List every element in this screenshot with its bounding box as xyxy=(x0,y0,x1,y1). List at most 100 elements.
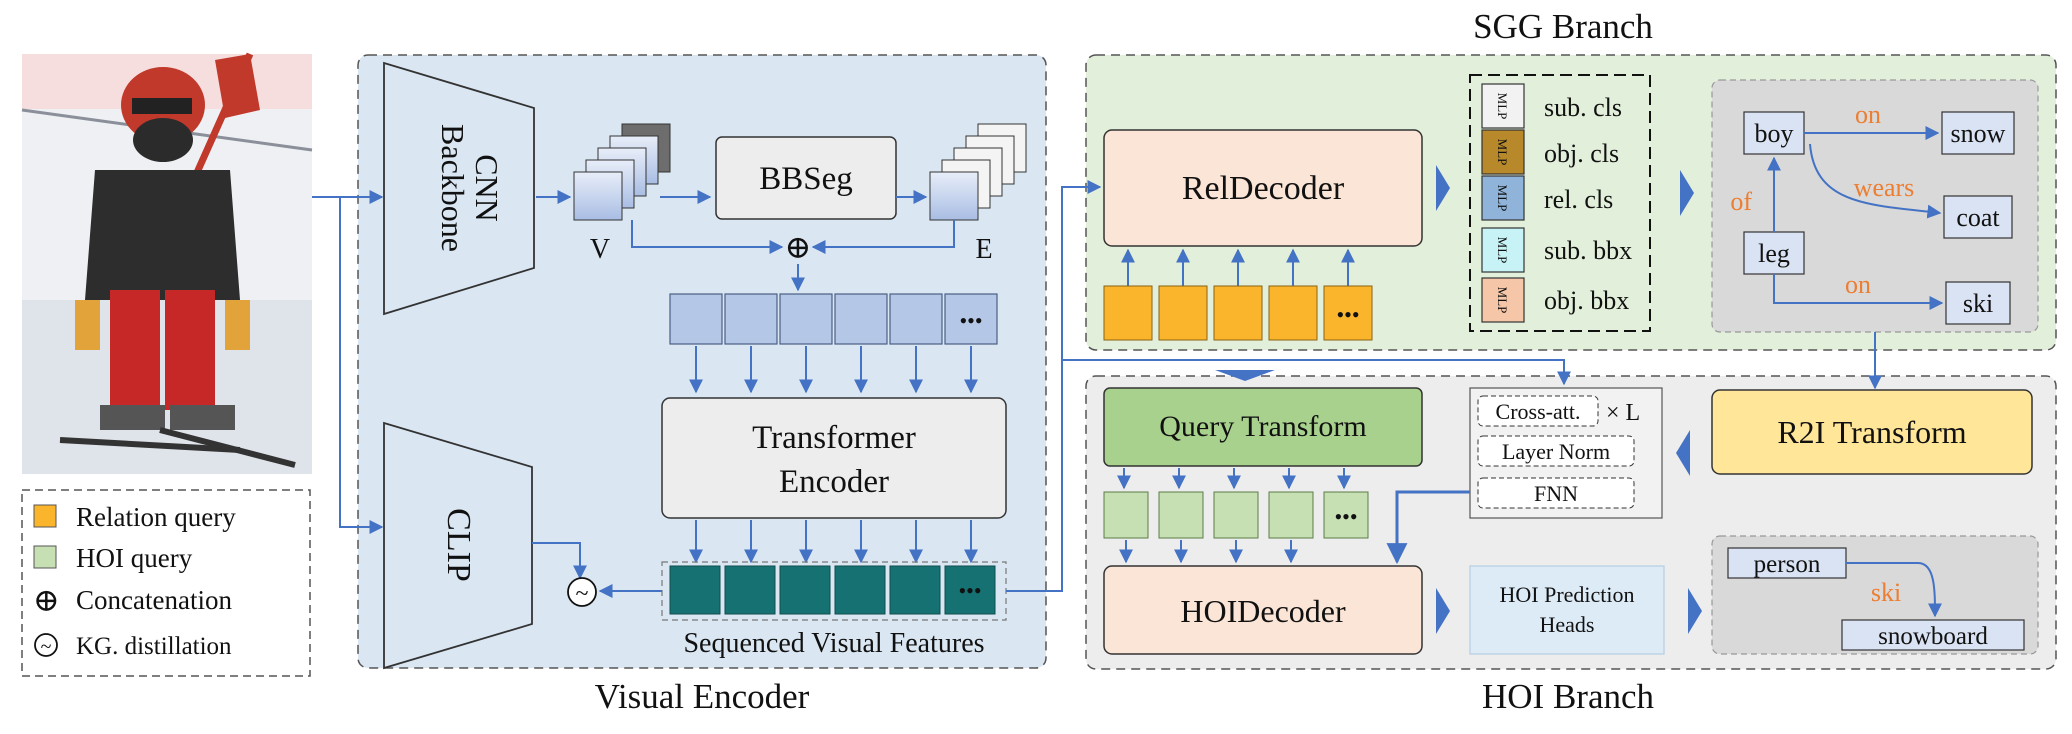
node-person-label: person xyxy=(1754,551,1821,578)
reldecoder-label: RelDecoder xyxy=(1182,170,1345,207)
transformer-to-seq-arrows xyxy=(689,520,978,564)
node-snowboard xyxy=(1841,619,2025,651)
edge-on-label: on xyxy=(1855,100,1881,129)
r2i-to-crossatt-chevron xyxy=(1676,430,1690,476)
node-coat xyxy=(1943,195,2013,239)
pred-to-result-chevron xyxy=(1688,588,1702,634)
edge-person-snowboard xyxy=(1846,562,1942,618)
seq-to-reldecoder-arrow xyxy=(1006,180,1102,592)
v-to-concat-arrow xyxy=(631,220,784,254)
backbone-label: Backbone xyxy=(435,124,471,252)
node-leg-label: leg xyxy=(1758,239,1790,268)
hoi-pred-line2: Heads xyxy=(1540,612,1595,637)
node-boy-label: boy xyxy=(1755,119,1794,148)
head-label-rel-cls: rel. cls xyxy=(1544,185,1613,214)
edge-of-label: of xyxy=(1730,187,1752,216)
hoi-query-to-decoder-arrows xyxy=(1119,540,1298,564)
clip-to-distill-arrow xyxy=(532,542,587,580)
kg-distill-icon xyxy=(567,577,597,607)
node-leg xyxy=(1743,231,1805,275)
token-ellipsis: ••• xyxy=(959,308,982,333)
mlp-label: MLP xyxy=(1495,139,1510,166)
reldecoder-block xyxy=(1103,129,1423,247)
seq-ellipsis: ••• xyxy=(958,578,981,603)
head-label-obj-bbx: obj. bbx xyxy=(1544,286,1629,315)
clip-block xyxy=(383,421,533,670)
encoder-label: Encoder xyxy=(779,464,889,500)
legend-relation-label: Relation query xyxy=(76,502,236,532)
hoidecoder-to-pred-chevron xyxy=(1436,588,1450,634)
legend: Relation query HOI query ⊕ Concatenation… xyxy=(21,489,311,677)
concat-token-row xyxy=(669,293,998,345)
legend-relation-swatch xyxy=(33,504,57,528)
query-transform-block xyxy=(1103,387,1423,467)
hoi-query-ellipsis: ••• xyxy=(1334,504,1357,529)
seq-to-crossatt-arrow xyxy=(1062,359,1571,386)
mlp-head-sub-cls: MLP sub. cls xyxy=(1481,83,1622,129)
mlp-label: MLP xyxy=(1495,185,1510,212)
cross-att-label: Cross-att. xyxy=(1496,399,1581,424)
cnn-label: CNN xyxy=(469,154,505,222)
e-feature-stack xyxy=(929,123,1027,221)
legend-hoi-swatch xyxy=(33,545,57,569)
node-coat-label: coat xyxy=(1956,203,2000,232)
seq-label: Sequenced Visual Features xyxy=(683,628,984,659)
hoi-pred-heads-block xyxy=(1469,565,1665,655)
query-transform-label: Query Transform xyxy=(1159,410,1367,443)
mlp-head-rel-cls: MLP rel. cls xyxy=(1481,175,1613,221)
sgg-to-hoi-chevron xyxy=(1215,370,1275,381)
sgg-branch-title: SGG Branch xyxy=(1473,7,1653,46)
rel-query-arrows xyxy=(1121,248,1355,286)
e-label: E xyxy=(975,234,992,265)
mlp-label: MLP xyxy=(1495,237,1510,264)
legend-kg-label: KG. distillation xyxy=(76,633,232,660)
edge-boy-coat xyxy=(1809,143,1942,219)
concat-icon: ⊕ xyxy=(785,229,812,265)
layer-norm-box xyxy=(1477,435,1635,467)
r2i-transform-block xyxy=(1711,389,2033,475)
layer-norm-label: Layer Norm xyxy=(1502,439,1610,464)
heads-to-graph-chevron xyxy=(1680,170,1694,216)
mlp-head-sub-bbx: MLP sub. bbx xyxy=(1481,227,1632,273)
mlp-label: MLP xyxy=(1495,93,1510,120)
node-boy xyxy=(1743,111,1805,155)
hoidecoder-label: HOIDecoder xyxy=(1180,593,1346,629)
transformer-encoder-block xyxy=(661,397,1007,519)
edge-leg-ski xyxy=(1773,274,1944,310)
legend-concat-label: Concatenation xyxy=(76,585,232,615)
legend-hoi-label: HOI query xyxy=(76,543,193,573)
scene-graph: boy snow coat leg ski on wears of on xyxy=(1730,100,2015,325)
fnn-label: FNN xyxy=(1534,481,1578,506)
head-label-sub-bbx: sub. bbx xyxy=(1544,236,1632,265)
head-label-obj-cls: obj. cls xyxy=(1544,139,1619,168)
transformer-label: Transformer xyxy=(752,420,916,456)
edge-wears-label: wears xyxy=(1854,173,1915,202)
tokens-to-transformer-arrows xyxy=(689,346,978,394)
crossatt-to-hoidecoder-arrow xyxy=(1386,490,1470,565)
node-person xyxy=(1727,547,1847,579)
distill-tilde: ~ xyxy=(41,636,52,658)
input-image xyxy=(21,52,313,474)
bbseg-label: BBSeg xyxy=(759,161,853,197)
cross-att-box xyxy=(1477,395,1599,427)
reldecoder-to-heads-chevron xyxy=(1436,165,1450,211)
mlp-head-obj-cls: MLP obj. cls xyxy=(1481,129,1619,175)
seq-feature-row xyxy=(669,565,996,615)
e-to-concat-arrow xyxy=(811,220,955,254)
clip-label: CLIP xyxy=(440,508,477,582)
cnn-backbone-block xyxy=(383,61,535,316)
hoi-pred-line1: HOI Prediction xyxy=(1499,582,1634,607)
v-feature-stack xyxy=(573,123,671,221)
r2i-label: R2I Transform xyxy=(1777,414,1966,450)
node-snow xyxy=(1941,111,2015,155)
visual-encoder-title: Visual Encoder xyxy=(595,677,810,716)
node-ski xyxy=(1945,281,2011,325)
node-snow-label: snow xyxy=(1951,119,2006,148)
mlp-head-obj-bbx: MLP obj. bbx xyxy=(1481,277,1629,323)
edge-ski-label: ski xyxy=(1871,578,1901,607)
v-label: V xyxy=(590,234,610,265)
edge-on2-label: on xyxy=(1845,270,1871,299)
image-to-clip-arrow xyxy=(339,197,384,534)
